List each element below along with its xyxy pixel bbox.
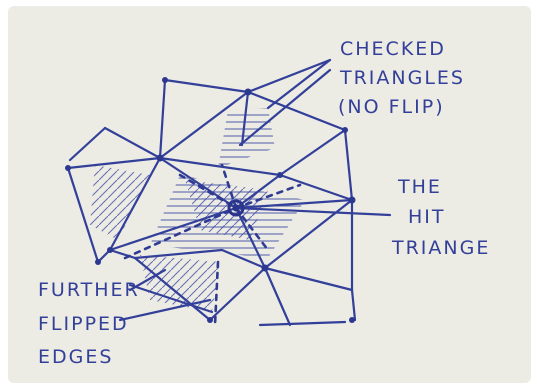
flipped-edges-label: FURTHER FLIPPED EDGES xyxy=(38,279,140,368)
hatched-regions xyxy=(90,108,305,312)
leader-lines xyxy=(118,58,332,322)
checked-triangles-label: CHECKED TRIANGLES (NO FLIP) xyxy=(338,38,465,118)
checked-label-line-3: (NO FLIP) xyxy=(338,96,445,118)
flipped-edges xyxy=(123,163,302,327)
hit-label-line-1: THE xyxy=(397,176,442,198)
checked-label-line-1: CHECKED xyxy=(340,38,446,60)
hit-label-line-3: TRIANGE xyxy=(391,237,490,259)
mesh-vertices xyxy=(65,77,356,323)
flipped-label-line-2: FLIPPED xyxy=(38,313,129,335)
checked-label-line-2: TRIANGLES xyxy=(339,67,465,89)
hit-label-line-2: HIT xyxy=(408,206,446,228)
hit-point xyxy=(227,199,245,217)
flipped-label-line-3: EDGES xyxy=(38,346,113,368)
hit-triangle-label: THE HIT TRIANGE xyxy=(391,176,490,259)
flipped-label-line-1: FURTHER xyxy=(38,279,140,301)
